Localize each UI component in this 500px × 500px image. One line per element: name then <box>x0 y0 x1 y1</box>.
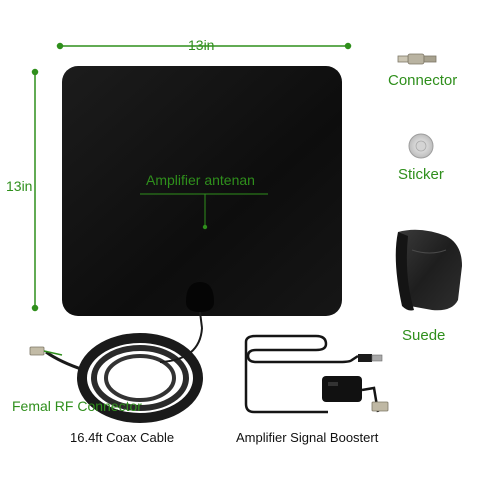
accessory-label-sticker: Sticker <box>398 166 444 183</box>
booster-rf-plug <box>371 401 389 412</box>
booster-label: Amplifier Signal Boostert <box>236 430 379 445</box>
accessory-label-connector: Connector <box>388 72 458 89</box>
antenna-label: Amplifier antenan <box>146 172 255 188</box>
antenna-panel <box>62 66 342 316</box>
signal-booster <box>244 334 380 414</box>
connector-icon <box>397 53 437 65</box>
coax-cable-coil <box>45 311 203 423</box>
booster-box <box>322 376 362 402</box>
suede-cloth-icon <box>395 229 462 311</box>
usb-plug <box>358 354 383 362</box>
rf-connector-label: Femal RF Connector <box>12 398 142 414</box>
rf-connector-tip <box>29 346 63 356</box>
accessory-label-suede: Suede <box>402 327 446 344</box>
coax-cable-label: 16.4ft Coax Cable <box>70 430 175 445</box>
sticker-icon <box>408 133 434 159</box>
height-dimension-line <box>31 68 39 312</box>
width-dimension-line <box>56 42 352 50</box>
height-label: 13in <box>6 178 33 194</box>
width-label: 13in <box>188 37 215 53</box>
